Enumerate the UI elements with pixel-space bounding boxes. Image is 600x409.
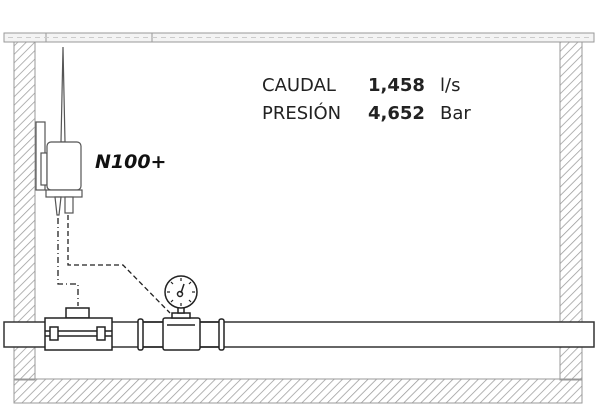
floor-slab [13,378,583,404]
reading-value: 1,458 [368,75,425,96]
antenna [60,46,66,143]
readings-panel: CAUDAL 1,458 l/s PRESIÓN 4,652 Bar [262,72,471,128]
n100-sensor [35,46,83,216]
reading-value: 4,652 [368,103,425,124]
brand-logo: N100+ [95,151,166,173]
reading-label: CAUDAL [262,75,336,96]
sensor-body [46,141,82,191]
reading-row-flow: CAUDAL 1,458 l/s [262,72,471,100]
reading-row-pressure: PRESIÓN 4,652 Bar [262,100,471,128]
flowmeter-with-gauge [137,275,225,351]
reading-unit: l/s [440,75,461,96]
reading-unit: Bar [440,103,471,124]
signal-cables [57,215,171,314]
top-slab [3,32,595,43]
reading-label: PRESIÓN [262,103,342,124]
flange-meter [44,307,113,351]
